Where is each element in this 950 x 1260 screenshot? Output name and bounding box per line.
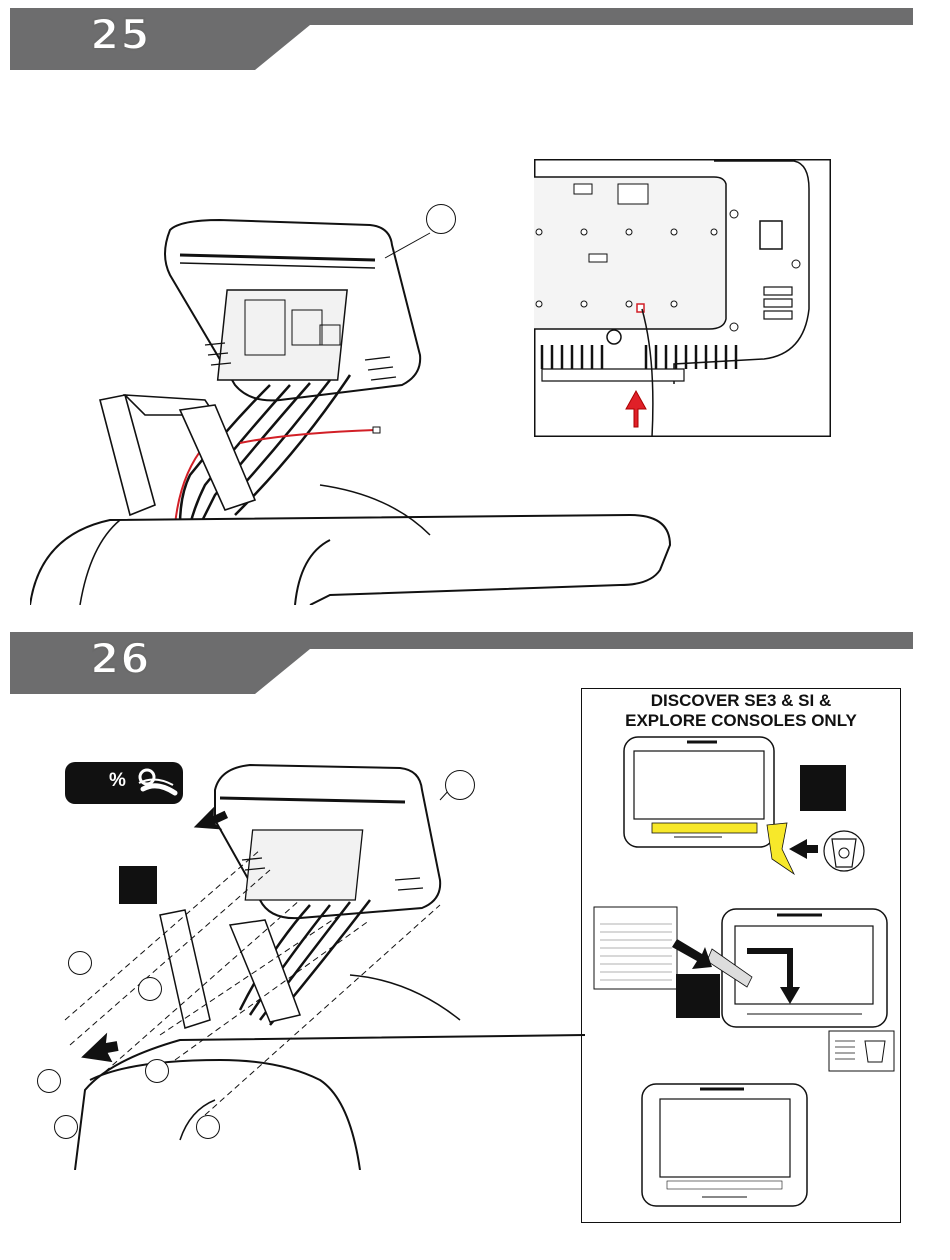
note-illustrations (582, 729, 900, 1219)
step-26-illustration (50, 760, 585, 1170)
note-title-line-1: DISCOVER SE3 & SI & (582, 691, 900, 711)
step-marker-box (119, 866, 157, 904)
callout-circle (37, 1069, 61, 1093)
step-number: 26 (90, 634, 150, 683)
step-number: 25 (90, 10, 150, 59)
recycle-bin-icon (824, 831, 864, 871)
callout-circle (445, 770, 475, 800)
discover-console-note: DISCOVER SE3 & SI & EXPLORE CONSOLES ONL… (581, 688, 901, 1223)
callout-circle (426, 204, 456, 234)
note-title-line-2: EXPLORE CONSOLES ONLY (582, 711, 900, 731)
step-26-banner: 26 (10, 632, 913, 694)
step-25-banner: 25 (10, 8, 913, 70)
recycle-bin-icon (865, 1041, 885, 1062)
callout-circle (138, 977, 162, 1001)
callout-circle (196, 1115, 220, 1139)
callout-circle (68, 951, 92, 975)
callout-circle (54, 1115, 78, 1139)
callout-circle (145, 1059, 169, 1083)
step-25-detail-inset (534, 159, 831, 437)
arrow-icon (78, 1031, 121, 1067)
